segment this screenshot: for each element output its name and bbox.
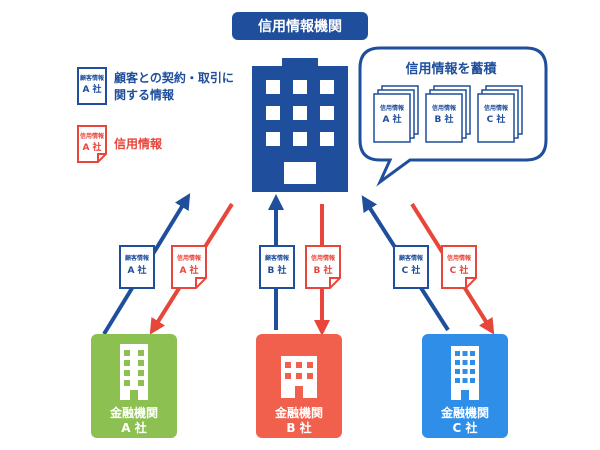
bank-building-icon (281, 356, 317, 398)
stored-credit-doc-b: 信用情報 B 社 (425, 85, 471, 143)
svg-text:A 社: A 社 (179, 264, 198, 276)
legend-customer-doc-icon: 顧客情報 A 社 (77, 67, 107, 105)
bank-card-b: 金融機関 B 社 (256, 334, 342, 438)
bank-building-icon (120, 344, 148, 400)
svg-text:B 社: B 社 (314, 264, 333, 276)
flow-customer-doc-c: 顧客情報 C 社 (393, 245, 429, 289)
bubble-title: 信用情報を蓄積 (405, 62, 497, 77)
svg-text:A 社: A 社 (127, 264, 146, 276)
bank-card-a: 金融機関 A 社 (91, 334, 177, 438)
legend-credit-label: 信用情報 (114, 137, 163, 151)
flow-credit-doc-c: 信用情報 C 社 (441, 245, 477, 289)
page-title: 信用情報機関 (232, 12, 368, 40)
stored-credit-doc-a: 信用情報 A 社 (373, 85, 419, 143)
bank-name: 金融機関 (440, 406, 489, 420)
stored-credit-doc-c: 信用情報 C 社 (477, 85, 523, 143)
svg-text:B 社: B 社 (435, 113, 454, 125)
flow-credit-doc-b: 信用情報 B 社 (305, 245, 341, 289)
bank-name: 金融機関 (274, 406, 323, 420)
svg-text:C 社: C 社 (487, 113, 506, 125)
legend-customer-label: 顧客との契約・取引に 関する情報 (114, 71, 234, 102)
svg-text:信用情報: 信用情報 (177, 254, 202, 262)
flow-credit-doc-a: 信用情報 A 社 (171, 245, 207, 289)
credit-bureau-building-icon (252, 58, 348, 192)
svg-text:顧客情報: 顧客情報 (399, 254, 424, 262)
svg-text:A 社: A 社 (82, 141, 101, 153)
bank-company: C 社 (452, 421, 478, 435)
svg-text:信用情報: 信用情報 (311, 254, 336, 262)
bank-company: B 社 (286, 421, 312, 435)
svg-text:信用情報: 信用情報 (484, 104, 509, 112)
svg-text:C 社: C 社 (402, 264, 421, 276)
svg-text:顧客情報: 顧客情報 (125, 254, 150, 262)
bank-building-icon (451, 346, 479, 400)
bank-company: A 社 (121, 421, 147, 435)
svg-text:信用情報: 信用情報 (80, 132, 105, 140)
svg-text:信用情報: 信用情報 (447, 254, 472, 262)
svg-text:信用情報: 信用情報 (380, 104, 405, 112)
svg-text:顧客情報: 顧客情報 (80, 74, 105, 82)
svg-text:C 社: C 社 (450, 264, 469, 276)
svg-text:A 社: A 社 (382, 113, 401, 125)
svg-text:A 社: A 社 (82, 83, 101, 95)
flow-customer-doc-a: 顧客情報 A 社 (119, 245, 155, 289)
svg-text:B 社: B 社 (268, 264, 287, 276)
svg-text:顧客情報: 顧客情報 (265, 254, 290, 262)
svg-text:信用情報: 信用情報 (432, 104, 457, 112)
flow-customer-doc-b: 顧客情報 B 社 (259, 245, 295, 289)
legend-credit-doc-icon: 信用情報 A 社 (77, 125, 107, 163)
bank-card-c: 金融機関 C 社 (422, 334, 508, 438)
bank-name: 金融機関 (109, 406, 158, 420)
